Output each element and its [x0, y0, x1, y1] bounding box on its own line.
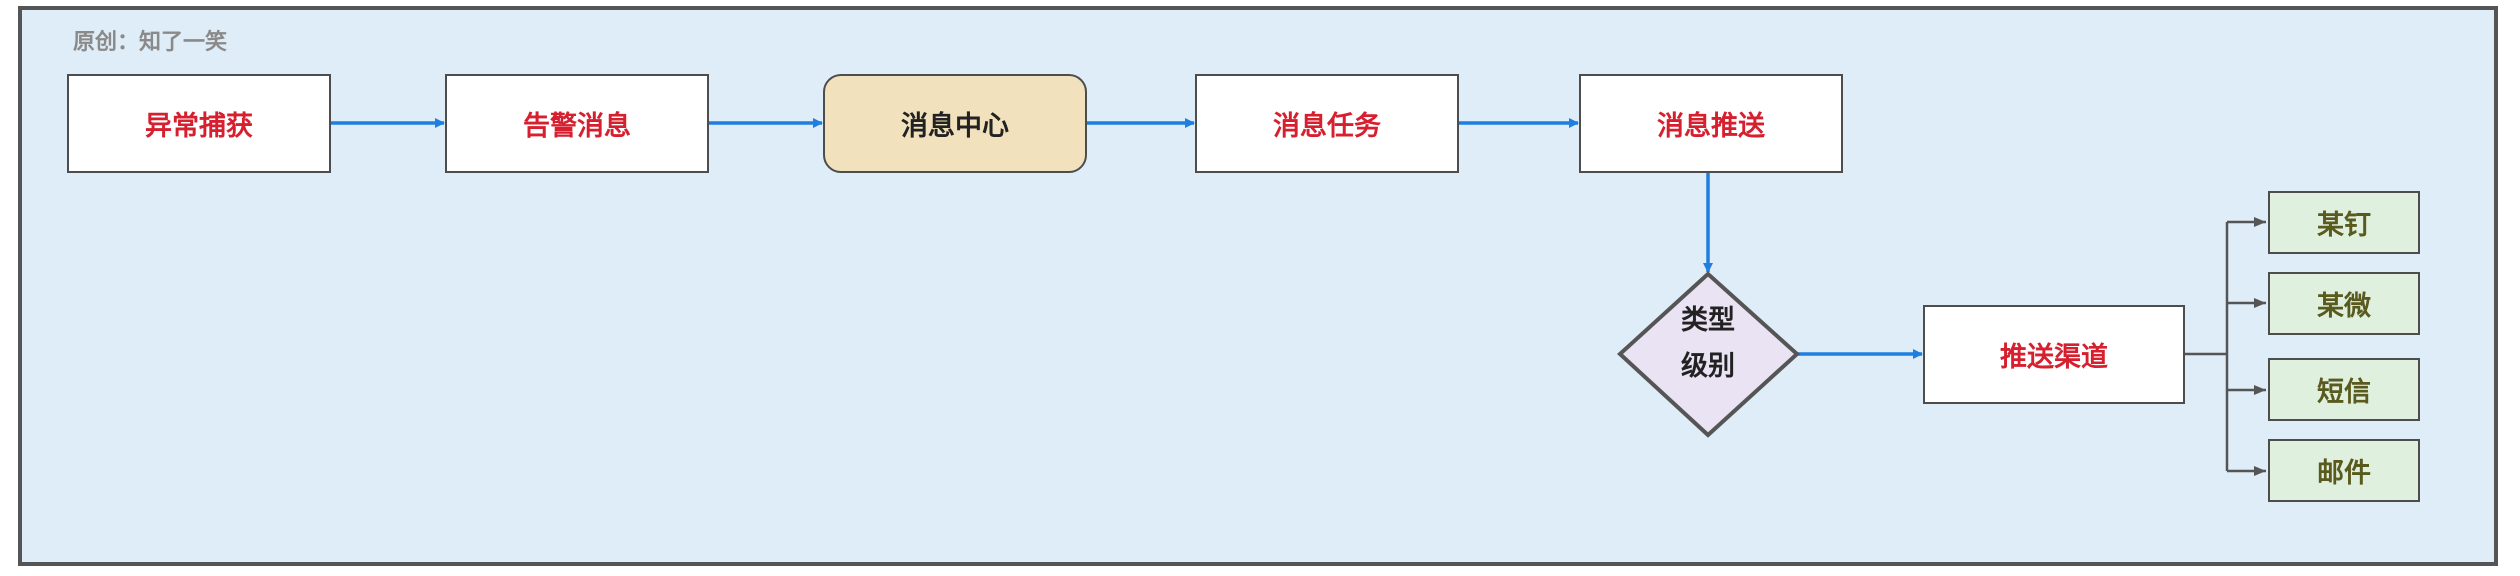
node-message-center: 消息中心 [823, 74, 1087, 173]
channel-item-1-label: 某钉 [2317, 210, 2371, 241]
channel-item-2-label: 某微 [2317, 291, 2371, 322]
type-label: 类型 [1681, 305, 1735, 336]
node-message-push-label: 消息推送 [1657, 111, 1765, 142]
channel-item-1: 某钉 [2268, 191, 2420, 254]
type-level-label: 类型 级别 [1628, 298, 1788, 390]
channel-item-4-label: 邮件 [2317, 458, 2371, 489]
node-exception-capture: 异常捕获 [67, 74, 331, 173]
node-message-task-label: 消息任务 [1273, 111, 1381, 142]
channel-item-3-label: 短信 [2317, 377, 2371, 408]
node-message-task: 消息任务 [1195, 74, 1459, 173]
level-label: 级别 [1681, 351, 1735, 382]
channel-item-2: 某微 [2268, 272, 2420, 335]
node-alert-message: 告警消息 [445, 74, 709, 173]
node-message-center-label: 消息中心 [901, 111, 1009, 142]
node-push-channel: 推送渠道 [1923, 305, 2185, 404]
channel-item-4: 邮件 [2268, 439, 2420, 502]
node-message-push: 消息推送 [1579, 74, 1843, 173]
author-credit: 原创：知了一笑 [73, 30, 228, 55]
node-exception-capture-label: 异常捕获 [145, 111, 253, 142]
channel-item-3: 短信 [2268, 358, 2420, 421]
type-level-diamond [1617, 271, 1800, 438]
node-push-channel-label: 推送渠道 [2000, 342, 2108, 373]
node-alert-message-label: 告警消息 [523, 111, 631, 142]
